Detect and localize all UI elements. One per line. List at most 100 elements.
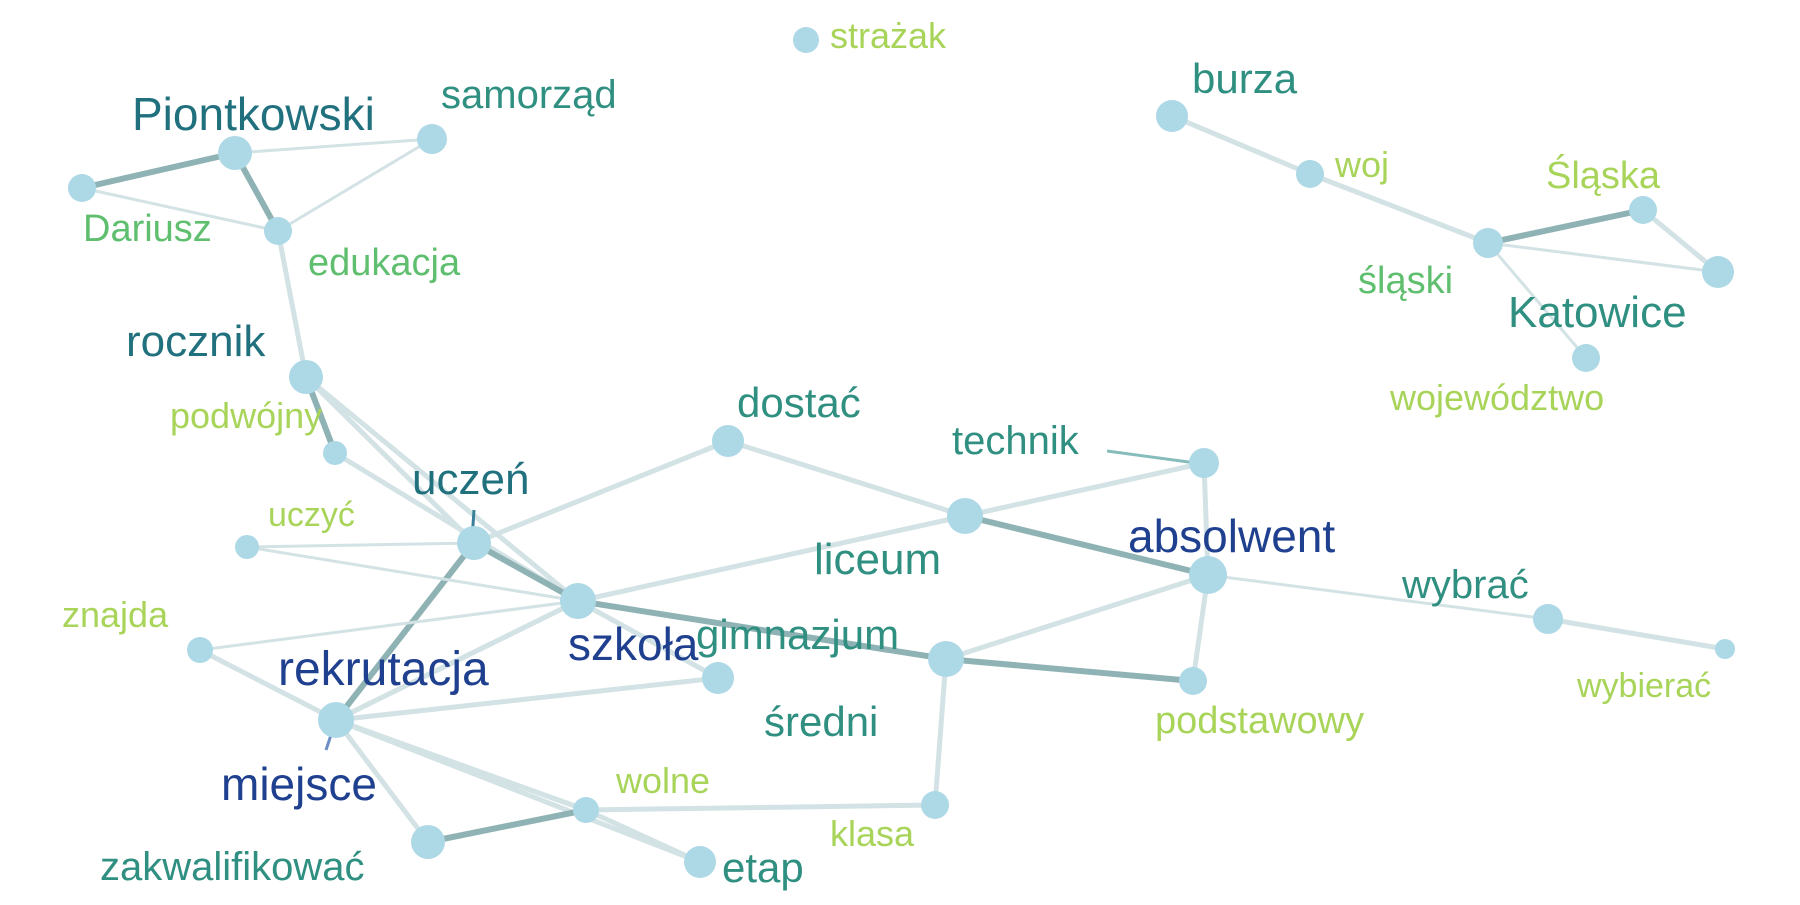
label-znajda: znajda [62, 594, 169, 635]
label-burza: burza [1192, 55, 1298, 102]
edge-liceum-absolwent [962, 513, 1211, 578]
edge-wolne-klasa [583, 802, 938, 813]
label-absolwent: absolwent [1128, 510, 1335, 562]
label-rocznik: rocznik [126, 317, 266, 366]
node-slaski [1473, 228, 1503, 258]
node-uczyc [235, 535, 259, 559]
edge-uczen-uczyc [245, 541, 476, 549]
nodes-layer [68, 27, 1735, 878]
edge-dariusz-edukacja [80, 186, 280, 233]
node-szkola [560, 583, 596, 619]
label-slaska: Śląska [1546, 152, 1661, 197]
node-piontkowski [218, 136, 252, 170]
label-wybierac: wybierać [1576, 667, 1711, 705]
label-etap: etap [722, 844, 804, 891]
edge-dostac-liceum [725, 438, 968, 519]
label-miejsce: miejsce [221, 758, 377, 810]
node-znajda [187, 637, 213, 663]
edge-wolne-etap [583, 807, 703, 865]
edge-slaski-slaska [1485, 207, 1646, 246]
label-zakwalifikowac: zakwalifikować [100, 845, 365, 889]
edge-dariusz-piontkowski [79, 150, 238, 191]
label-podwojny: podwójny [170, 395, 322, 436]
node-dariusz [68, 174, 96, 202]
edges-layer [79, 113, 1728, 865]
label-szkola: szkoła [568, 618, 699, 670]
edge-gimnazjum-podstawowy [943, 656, 1196, 684]
edge-rocznik-uczen [303, 374, 477, 546]
label-dariusz: Dariusz [83, 208, 212, 250]
edge-znajda-miejsce [197, 647, 339, 723]
label-wojewodztwo: województwo [1389, 377, 1604, 418]
label-sredni: średni [764, 698, 878, 745]
node-technik [1189, 448, 1219, 478]
edge-uczyc-szkola [245, 545, 580, 603]
edge-szkola-gimnazjum [575, 598, 949, 662]
edge-uczen-rekrutacja [333, 540, 477, 723]
node-wybierac [1715, 639, 1735, 659]
label-uczen: uczeń [412, 455, 529, 504]
node-rekrutacja [318, 702, 354, 738]
edge-rocznik-szkola [303, 374, 581, 604]
label-wolne: wolne [615, 760, 710, 801]
label-woj: woj [1334, 144, 1389, 185]
label-liceum: liceum [814, 535, 941, 584]
node-uczen [457, 526, 491, 560]
node-strazak [793, 27, 819, 53]
edge-edukacja-samorzad [276, 137, 434, 233]
edge-woj-slaski [1307, 171, 1491, 246]
edge-liceum-technik [962, 460, 1207, 519]
label-edukacja: edukacja [308, 242, 461, 284]
edge-slaski-wojewodztwo [1486, 241, 1588, 360]
node-woj [1296, 160, 1324, 188]
label-slaski: śląski [1358, 260, 1453, 302]
node-rocznik [289, 360, 323, 394]
label-rekrutacja: rekrutacja [278, 643, 489, 696]
node-etap [684, 846, 716, 878]
label-dostac: dostać [737, 379, 861, 426]
edge-absolwent-wybrac [1206, 573, 1550, 621]
label-uczyc: uczyć [268, 496, 355, 534]
label-podstawowy: podstawowy [1155, 700, 1364, 742]
edge-szkola-sredni [575, 598, 721, 681]
node-absolwent [1189, 556, 1227, 594]
label-technik: technik [952, 419, 1080, 463]
edge-edukacja-rocznik [275, 228, 309, 380]
edge-szkola-liceum [575, 513, 968, 604]
node-burza [1156, 100, 1188, 132]
node-dostac [712, 425, 744, 457]
edge-rekrutacja-sredni [333, 675, 721, 723]
edge-rekrutacja-zakwalifikowac [333, 717, 431, 845]
edge-zakwalifikowac-wolne [425, 807, 589, 845]
edge-piontkowski-samorzad [233, 137, 434, 155]
edge-burza-woj [1169, 113, 1313, 177]
node-podwojny [323, 441, 347, 465]
node-slaska [1629, 196, 1657, 224]
edge-slaska-katowice [1640, 207, 1721, 275]
node-wolne [573, 797, 599, 823]
edge-gimnazjum-absolwent [943, 572, 1211, 662]
edge-wybrac-wybierac [1545, 616, 1728, 652]
edge-szkola-rekrutacja [333, 598, 581, 723]
label-klasa: klasa [830, 813, 915, 854]
node-katowice [1702, 256, 1734, 288]
node-wojewodztwo [1572, 344, 1600, 372]
label-katowice: Katowice [1508, 288, 1687, 337]
label-piontkowski: Piontkowski [132, 88, 375, 140]
label-samorzad: samorząd [441, 73, 617, 117]
node-podstawowy [1179, 667, 1207, 695]
edge-uczen-szkola [471, 540, 581, 604]
label-strazak: strażak [830, 15, 947, 56]
node-gimnazjum [928, 641, 964, 677]
node-sredni [702, 662, 734, 694]
edge-gimnazjum-klasa [932, 656, 949, 808]
node-klasa [921, 791, 949, 819]
leader-line-technik [1106, 449, 1197, 465]
edge-uczen-dostac [471, 438, 731, 546]
label-wybrac: wybrać [1401, 563, 1529, 607]
edge-slaski-katowice [1486, 241, 1720, 274]
node-liceum [947, 498, 983, 534]
